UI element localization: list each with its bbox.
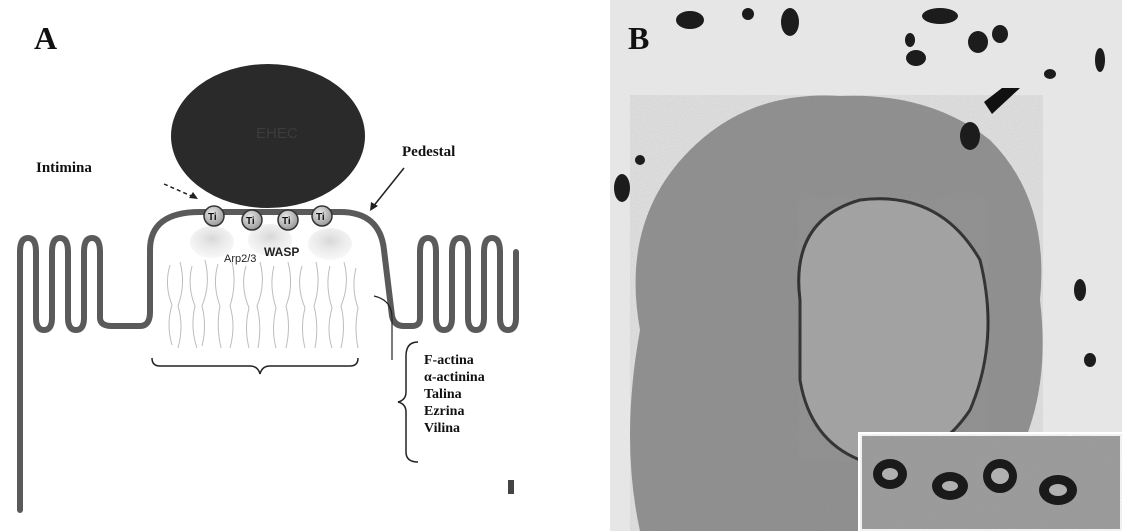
intimina-label: Intimina — [36, 160, 92, 177]
arp-blob-right — [308, 228, 352, 260]
micrograph-image — [580, 0, 1122, 531]
protein-list: F-actina α-actinina Talina Ezrina Vilina — [424, 352, 485, 437]
ti-label-2: Ti — [246, 216, 255, 227]
side-bracket — [374, 296, 392, 360]
pedestal-label: Pedestal — [402, 144, 455, 161]
panel-b-letter: B — [628, 20, 649, 57]
ti-label-1: Ti — [208, 212, 217, 223]
arp-label: Arp2/3 — [224, 253, 256, 265]
pedestal-arrow — [372, 168, 404, 208]
wasp-label: WASP — [264, 245, 299, 259]
actin-filaments — [167, 260, 358, 348]
protein-brace — [398, 342, 418, 462]
ti-label-3: Ti — [282, 216, 291, 227]
pedestal-diagram: EHEC Ti Ti Ti Ti Arp2/3 WASP — [0, 0, 560, 531]
protein-item: Talina — [424, 386, 485, 403]
panel-a-diagram: EHEC Ti Ti Ti Ti Arp2/3 WASP A Intimina … — [0, 0, 560, 531]
ti-label-4: Ti — [316, 212, 325, 223]
protein-item: α-actinina — [424, 369, 485, 386]
scale-mark — [508, 480, 514, 494]
panel-a-letter: A — [34, 20, 57, 57]
protein-item: Vilina — [424, 420, 485, 437]
protein-item: F-actina — [424, 352, 485, 369]
ehec-label: EHEC — [256, 125, 298, 142]
bottom-brace — [152, 358, 358, 374]
panel-b-micrograph: B — [580, 0, 1122, 531]
protein-item: Ezrina — [424, 403, 485, 420]
